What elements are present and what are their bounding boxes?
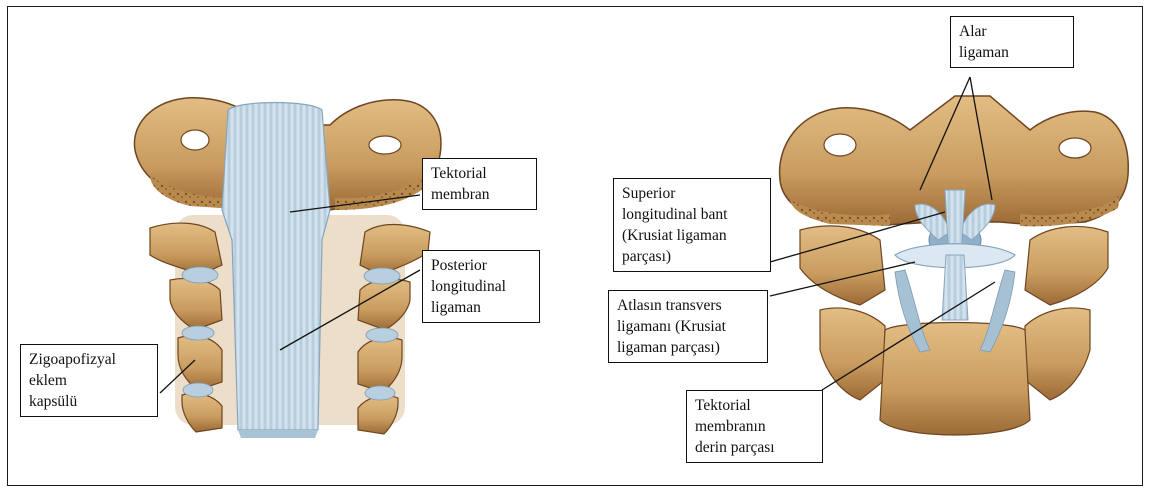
- label-zigoapofizyal-eklem-kapsulu: Zigoapofizyal eklem kapsülü: [20, 344, 158, 417]
- left-spine-illustration: [134, 98, 440, 438]
- label-superior-longitudinal-bant: Superior longitudinal bant (Krusiat liga…: [613, 178, 771, 272]
- label-tektorial-membran: Tektorial membran: [422, 158, 537, 210]
- label-line: membran: [431, 184, 528, 205]
- label-line: derin parçası: [695, 437, 814, 458]
- label-line: Atlasın transvers: [617, 295, 759, 316]
- label-posterior-longitudinal-ligaman: Posterior longitudinal ligaman: [422, 250, 540, 323]
- label-line: (Krusiat ligaman: [622, 225, 762, 246]
- label-line: ligaman: [959, 42, 1065, 63]
- label-line: Superior: [622, 183, 762, 204]
- label-line: ligaman parçası): [617, 337, 759, 358]
- label-line: longitudinal bant: [622, 204, 762, 225]
- label-line: parçası): [622, 246, 762, 267]
- label-line: longitudinal: [431, 276, 531, 297]
- label-alar-ligaman: Alar ligaman: [950, 16, 1074, 68]
- label-line: Alar: [959, 21, 1065, 42]
- label-line: Tektorial: [695, 395, 814, 416]
- label-atlasin-transvers-ligamani: Atlasın transvers ligamanı (Krusiat liga…: [608, 290, 768, 363]
- label-line: kapsülü: [29, 391, 149, 412]
- label-line: ligaman: [431, 297, 531, 318]
- label-line: Zigoapofizyal: [29, 349, 149, 370]
- label-line: Posterior: [431, 255, 531, 276]
- label-tektorial-membranin-derin-parcasi: Tektorial membranın derin parçası: [686, 390, 823, 463]
- label-line: Tektorial: [431, 163, 528, 184]
- label-line: eklem: [29, 370, 149, 391]
- label-line: membranın: [695, 416, 814, 437]
- label-line: ligamanı (Krusiat: [617, 316, 759, 337]
